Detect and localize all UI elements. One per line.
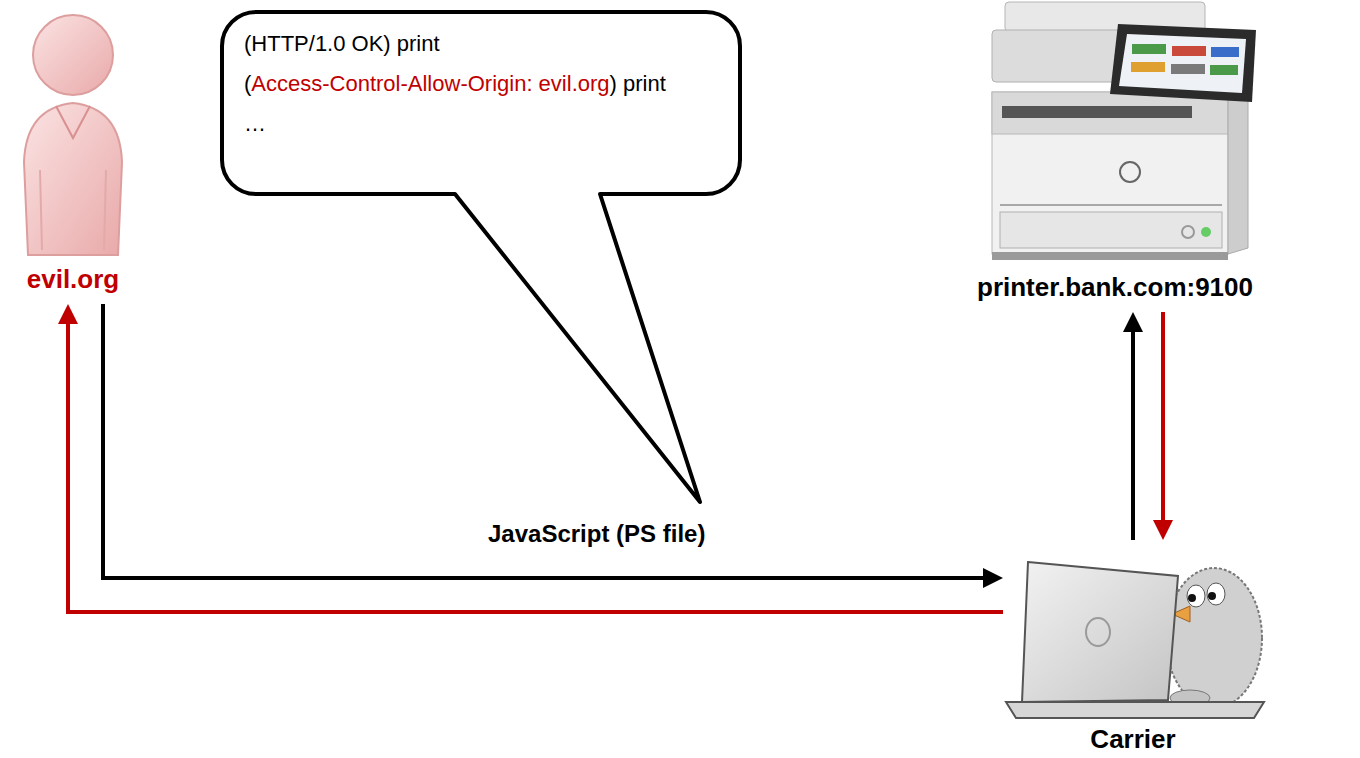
node-text: (	[244, 71, 251, 96]
printer-output-slot	[1002, 106, 1192, 118]
text-line: (HTTP/1.0 OK) print	[244, 24, 718, 64]
highlighted-header: Access-Control-Allow-Origin: evil.org	[251, 71, 609, 96]
printer-button	[1182, 226, 1194, 238]
penguin-pupil	[1188, 594, 1196, 602]
screen-tile	[1172, 46, 1206, 56]
node-text: evil.org	[27, 264, 119, 294]
printer-base	[992, 252, 1228, 260]
printer-reply-arrow	[1161, 312, 1165, 522]
printer-panel	[1110, 24, 1256, 102]
response-arrow	[68, 322, 1003, 612]
laptop-logo	[1086, 618, 1110, 646]
node-text: ) print	[610, 71, 666, 96]
printer-side	[1228, 94, 1248, 254]
penguin-body	[1166, 568, 1262, 708]
person-icon	[24, 15, 122, 255]
printer-logo	[1120, 162, 1140, 182]
node-text: (HTTP/1.0 OK) print	[244, 31, 440, 56]
carrier-illustration	[1006, 562, 1264, 718]
screen-tile	[1210, 65, 1238, 75]
printer-power-light	[1201, 227, 1211, 237]
text-line: Carrier	[1011, 724, 1255, 754]
screen-tile	[1131, 62, 1165, 72]
screen-tile	[1211, 47, 1239, 57]
text-line: printer.bank.com:9100	[976, 272, 1254, 302]
printer-label: printer.bank.com:9100	[970, 2, 1260, 304]
screen-tile	[1171, 64, 1205, 74]
laptop-screen	[1022, 562, 1178, 702]
actor-label: evil.org	[8, 8, 138, 298]
printer-tray-line	[1000, 204, 1222, 206]
person-collar	[56, 106, 90, 138]
printer-tray	[1000, 212, 1222, 248]
printer-screen	[1119, 34, 1246, 93]
printer-illustration	[992, 2, 1256, 260]
person-head	[33, 15, 113, 95]
printer-body	[992, 92, 1228, 254]
print-job-arrow	[1131, 330, 1135, 540]
speech-bubble: (HTTP/1.0 OK) print (Access-Control-Allow…	[220, 10, 742, 196]
text-line: …	[244, 104, 718, 144]
request-arrow	[103, 304, 985, 578]
screen-tile	[1132, 44, 1166, 54]
text-line: (Access-Control-Allow-Origin: evil.org) …	[244, 64, 718, 104]
penguin-eye	[1187, 585, 1205, 607]
edge-label: JavaScript (PS file)	[484, 520, 709, 548]
laptop-base	[1006, 702, 1264, 718]
node-text: Carrier	[1090, 724, 1175, 754]
node-text: …	[244, 111, 266, 136]
node-text: printer.bank.com:9100	[977, 272, 1253, 302]
penguin-eye	[1207, 583, 1225, 605]
carrier-label: Carrier	[1005, 548, 1261, 754]
person-arms	[40, 170, 106, 250]
person-body	[24, 103, 122, 255]
bubble-path	[222, 12, 740, 502]
penguin-pupil	[1208, 592, 1216, 600]
text-line: evil.org	[14, 264, 132, 294]
